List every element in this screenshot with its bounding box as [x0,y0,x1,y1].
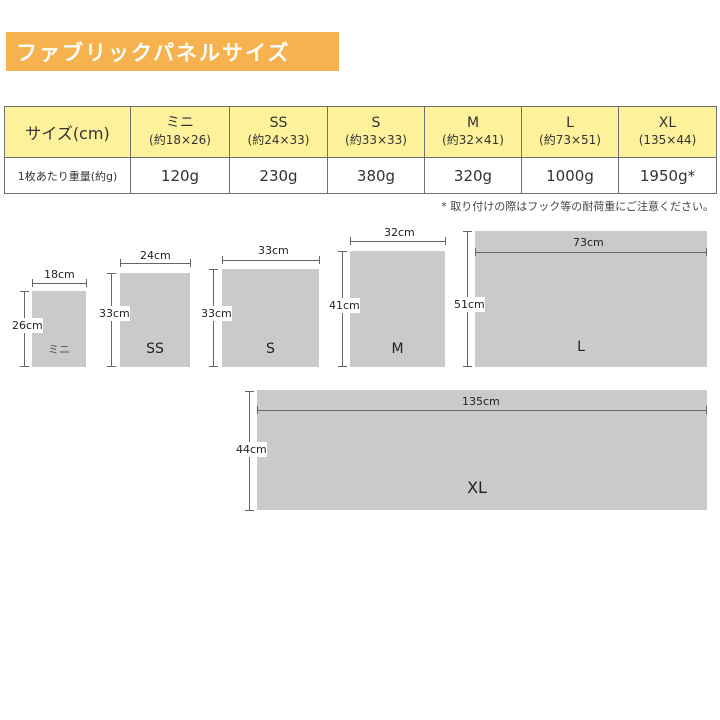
panel-label: S [266,341,275,357]
dimension-tick [338,251,347,252]
column-header-xl: XL(135×44) [618,106,717,158]
width-label: 73cm [573,236,604,249]
dimension-tick [706,406,707,414]
dimension-tick [20,366,29,367]
weight-cell-s: 380g [327,157,425,194]
dimension-tick [86,279,87,287]
panel-label: XL [467,478,487,497]
panel-rect-l: 73cm L [475,231,707,367]
height-label: 33cm [201,306,232,321]
dimension-tick [706,248,707,256]
column-header-mini: ミニ(約18×26) [130,106,230,158]
dimension-tick [209,366,218,367]
width-dimension-line [32,283,86,284]
dimension-tick [120,259,121,267]
panel-label: L [577,339,585,355]
table-header-row: サイズ(cm) ミニ(約18×26) SS(約24×33) S(約33×33) … [4,106,717,158]
height-label: 51cm [454,297,485,312]
dimension-tick [350,237,351,245]
height-label: 41cm [329,298,360,313]
width-label: 24cm [140,249,171,262]
dimension-tick [445,237,446,245]
width-label: 33cm [258,244,289,257]
dimension-tick [32,279,33,287]
dimension-tick [209,269,218,270]
page-title: ファブリックパネルサイズ [6,32,339,71]
weight-cell-m: 320g [424,157,522,194]
panel-label: SS [146,341,164,357]
weight-row-label: 1枚あたり重量(約g) [4,157,131,194]
load-capacity-note: * 取り付けの際はフック等の耐荷重にご注意ください。 [441,200,714,213]
weight-cell-xl: 1950g* [618,157,717,194]
panel-label: ミニ [48,343,70,356]
panel-label: M [391,341,404,357]
dimension-tick [20,291,29,292]
dimension-tick [107,366,116,367]
width-dimension-line [475,252,707,253]
width-label: 135cm [462,395,500,408]
column-header-ss: SS(約24×33) [229,106,328,158]
width-label: 18cm [44,268,75,281]
weight-cell-ss: 230g [229,157,328,194]
dimension-tick [475,248,476,256]
dimension-tick [245,391,254,392]
size-table: サイズ(cm) ミニ(約18×26) SS(約24×33) S(約33×33) … [4,106,717,194]
table-row-weight: 1枚あたり重量(約g) 120g 230g 380g 320g 1000g 19… [4,157,717,194]
dimension-tick [222,256,223,264]
dimension-tick [338,366,347,367]
width-dimension-line [257,410,707,411]
panel-rect-s: S [222,269,319,367]
panel-rect-m: M [350,251,445,367]
dimension-tick [245,510,254,511]
width-label: 32cm [384,226,415,239]
column-header-s: S(約33×33) [327,106,425,158]
weight-cell-l: 1000g [521,157,619,194]
dimension-tick [257,406,258,414]
width-dimension-line [120,263,190,264]
panel-rect-xl: 135cm XL [257,390,707,510]
height-label: 26cm [12,318,43,333]
dimension-tick [107,273,116,274]
panel-rect-ss: SS [120,273,190,367]
width-dimension-line [222,260,319,261]
dimension-tick [190,259,191,267]
height-label: 44cm [236,442,267,457]
dimension-tick [463,231,472,232]
dimension-tick [463,366,472,367]
height-label: 33cm [99,306,130,321]
dimension-tick [319,256,320,264]
width-dimension-line [350,241,445,242]
size-header-label: サイズ(cm) [4,106,131,158]
column-header-m: M(約32×41) [424,106,522,158]
column-header-l: L(約73×51) [521,106,619,158]
weight-cell-mini: 120g [130,157,230,194]
